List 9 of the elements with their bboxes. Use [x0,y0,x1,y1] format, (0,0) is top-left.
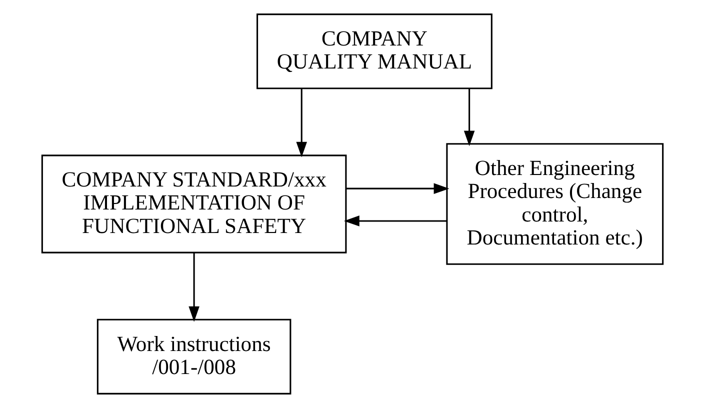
node-box: COMPANY STANDARD/xxx IMPLEMENTATION OF FUNCTIONAL SAFETY [41,154,347,254]
node-box: Work instructions /001-/008 [96,318,292,394]
arrow [344,216,447,226]
node-box: COMPANY QUALITY MANUAL [256,14,492,90]
node-box: Other Engineering Procedures (Change control, Documentation etc.) [446,143,664,265]
arrow [188,252,200,322]
arrow [464,88,475,146]
arrow [296,88,308,158]
arrow [346,183,450,194]
